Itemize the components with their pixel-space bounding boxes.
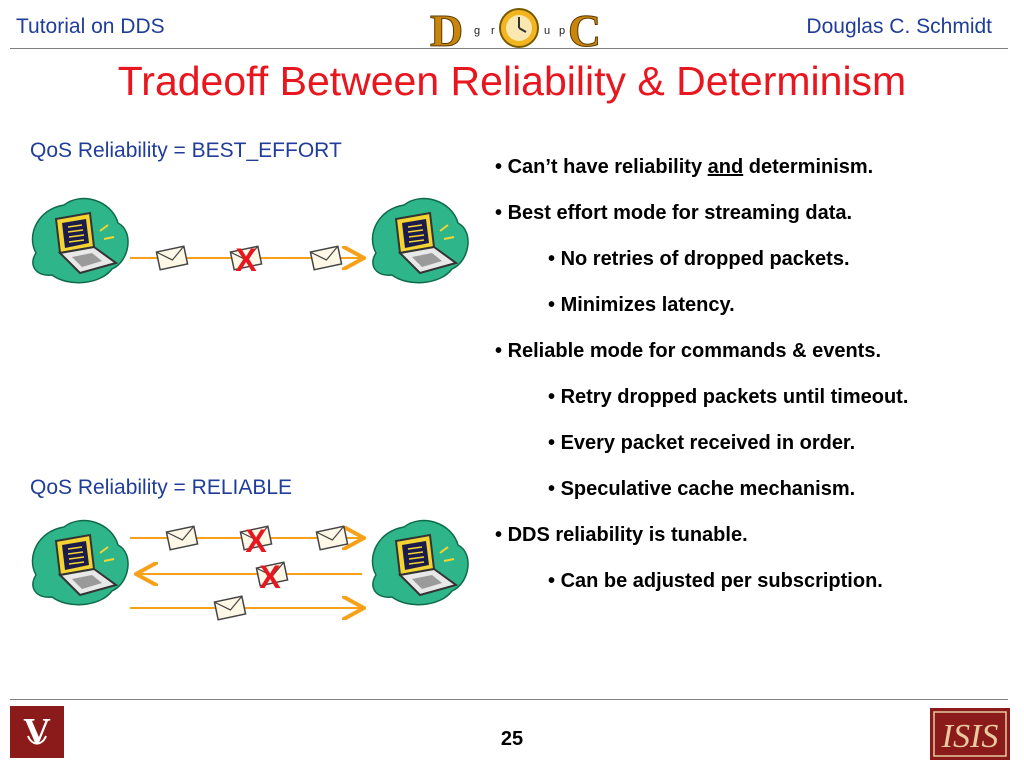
bullet-subitem: • Retry dropped packets until timeout. [548,386,909,408]
envelope-icon [165,525,199,551]
header-divider [10,48,1008,49]
logo-letter-r: r [491,25,495,37]
page-number: 25 [500,728,524,750]
bullet-subitem: • Every packet received in order. [548,432,856,454]
dropped-packet-mark: X [245,523,267,559]
subscriber-laptop-icon [371,519,470,606]
isis-logo-text: ISIS [941,718,999,755]
envelope-icon [213,595,247,621]
bullet-item: • Can’t have reliability and determinism… [495,156,874,178]
bullet-item: • Best effort mode for streaming data. [495,202,853,224]
logo-clock-icon [499,8,539,48]
dropped-nack-mark: X [259,559,281,595]
logo-letter-p: p [559,25,565,37]
bullet-item: • Reliable mode for commands & events. [495,340,881,362]
subscriber-laptop-icon [371,197,470,284]
bullet-subitem: • No retries of dropped packets. [548,248,850,270]
vanderbilt-logo-letter: V [23,711,51,753]
header-right-author: Douglas C. Schmidt [806,15,992,38]
dropped-packet-mark: X [235,242,257,278]
vanderbilt-logo: V [10,706,64,758]
logo-letter-u: u [544,25,550,37]
logo-letter-g: g [474,25,480,37]
slide-title: Tradeoff Between Reliability & Determini… [117,58,907,104]
envelope-icon [155,245,189,271]
bullet-subitem: • Speculative cache mechanism. [548,478,856,500]
doc-group-logo: D g r o u p C [430,5,599,51]
bullet-subitem: • Minimizes latency. [548,294,735,316]
best-effort-label: QoS Reliability = BEST_EFFORT [30,139,342,162]
envelope-icon [315,525,349,551]
header-left-title: Tutorial on DDS [16,15,165,38]
publisher-laptop-icon [31,519,130,606]
isis-logo: ISIS [930,708,1010,760]
publisher-laptop-icon [31,197,130,284]
logo-letter-c: C [568,5,598,50]
reliable-label: QoS Reliability = RELIABLE [30,476,293,499]
bullet-subitem: • Can be adjusted per subscription. [548,570,883,592]
logo-letter-d: D [430,5,463,50]
bullet-item: • DDS reliability is tunable. [495,524,748,546]
envelope-icon [309,245,343,271]
footer-divider [10,699,1008,700]
